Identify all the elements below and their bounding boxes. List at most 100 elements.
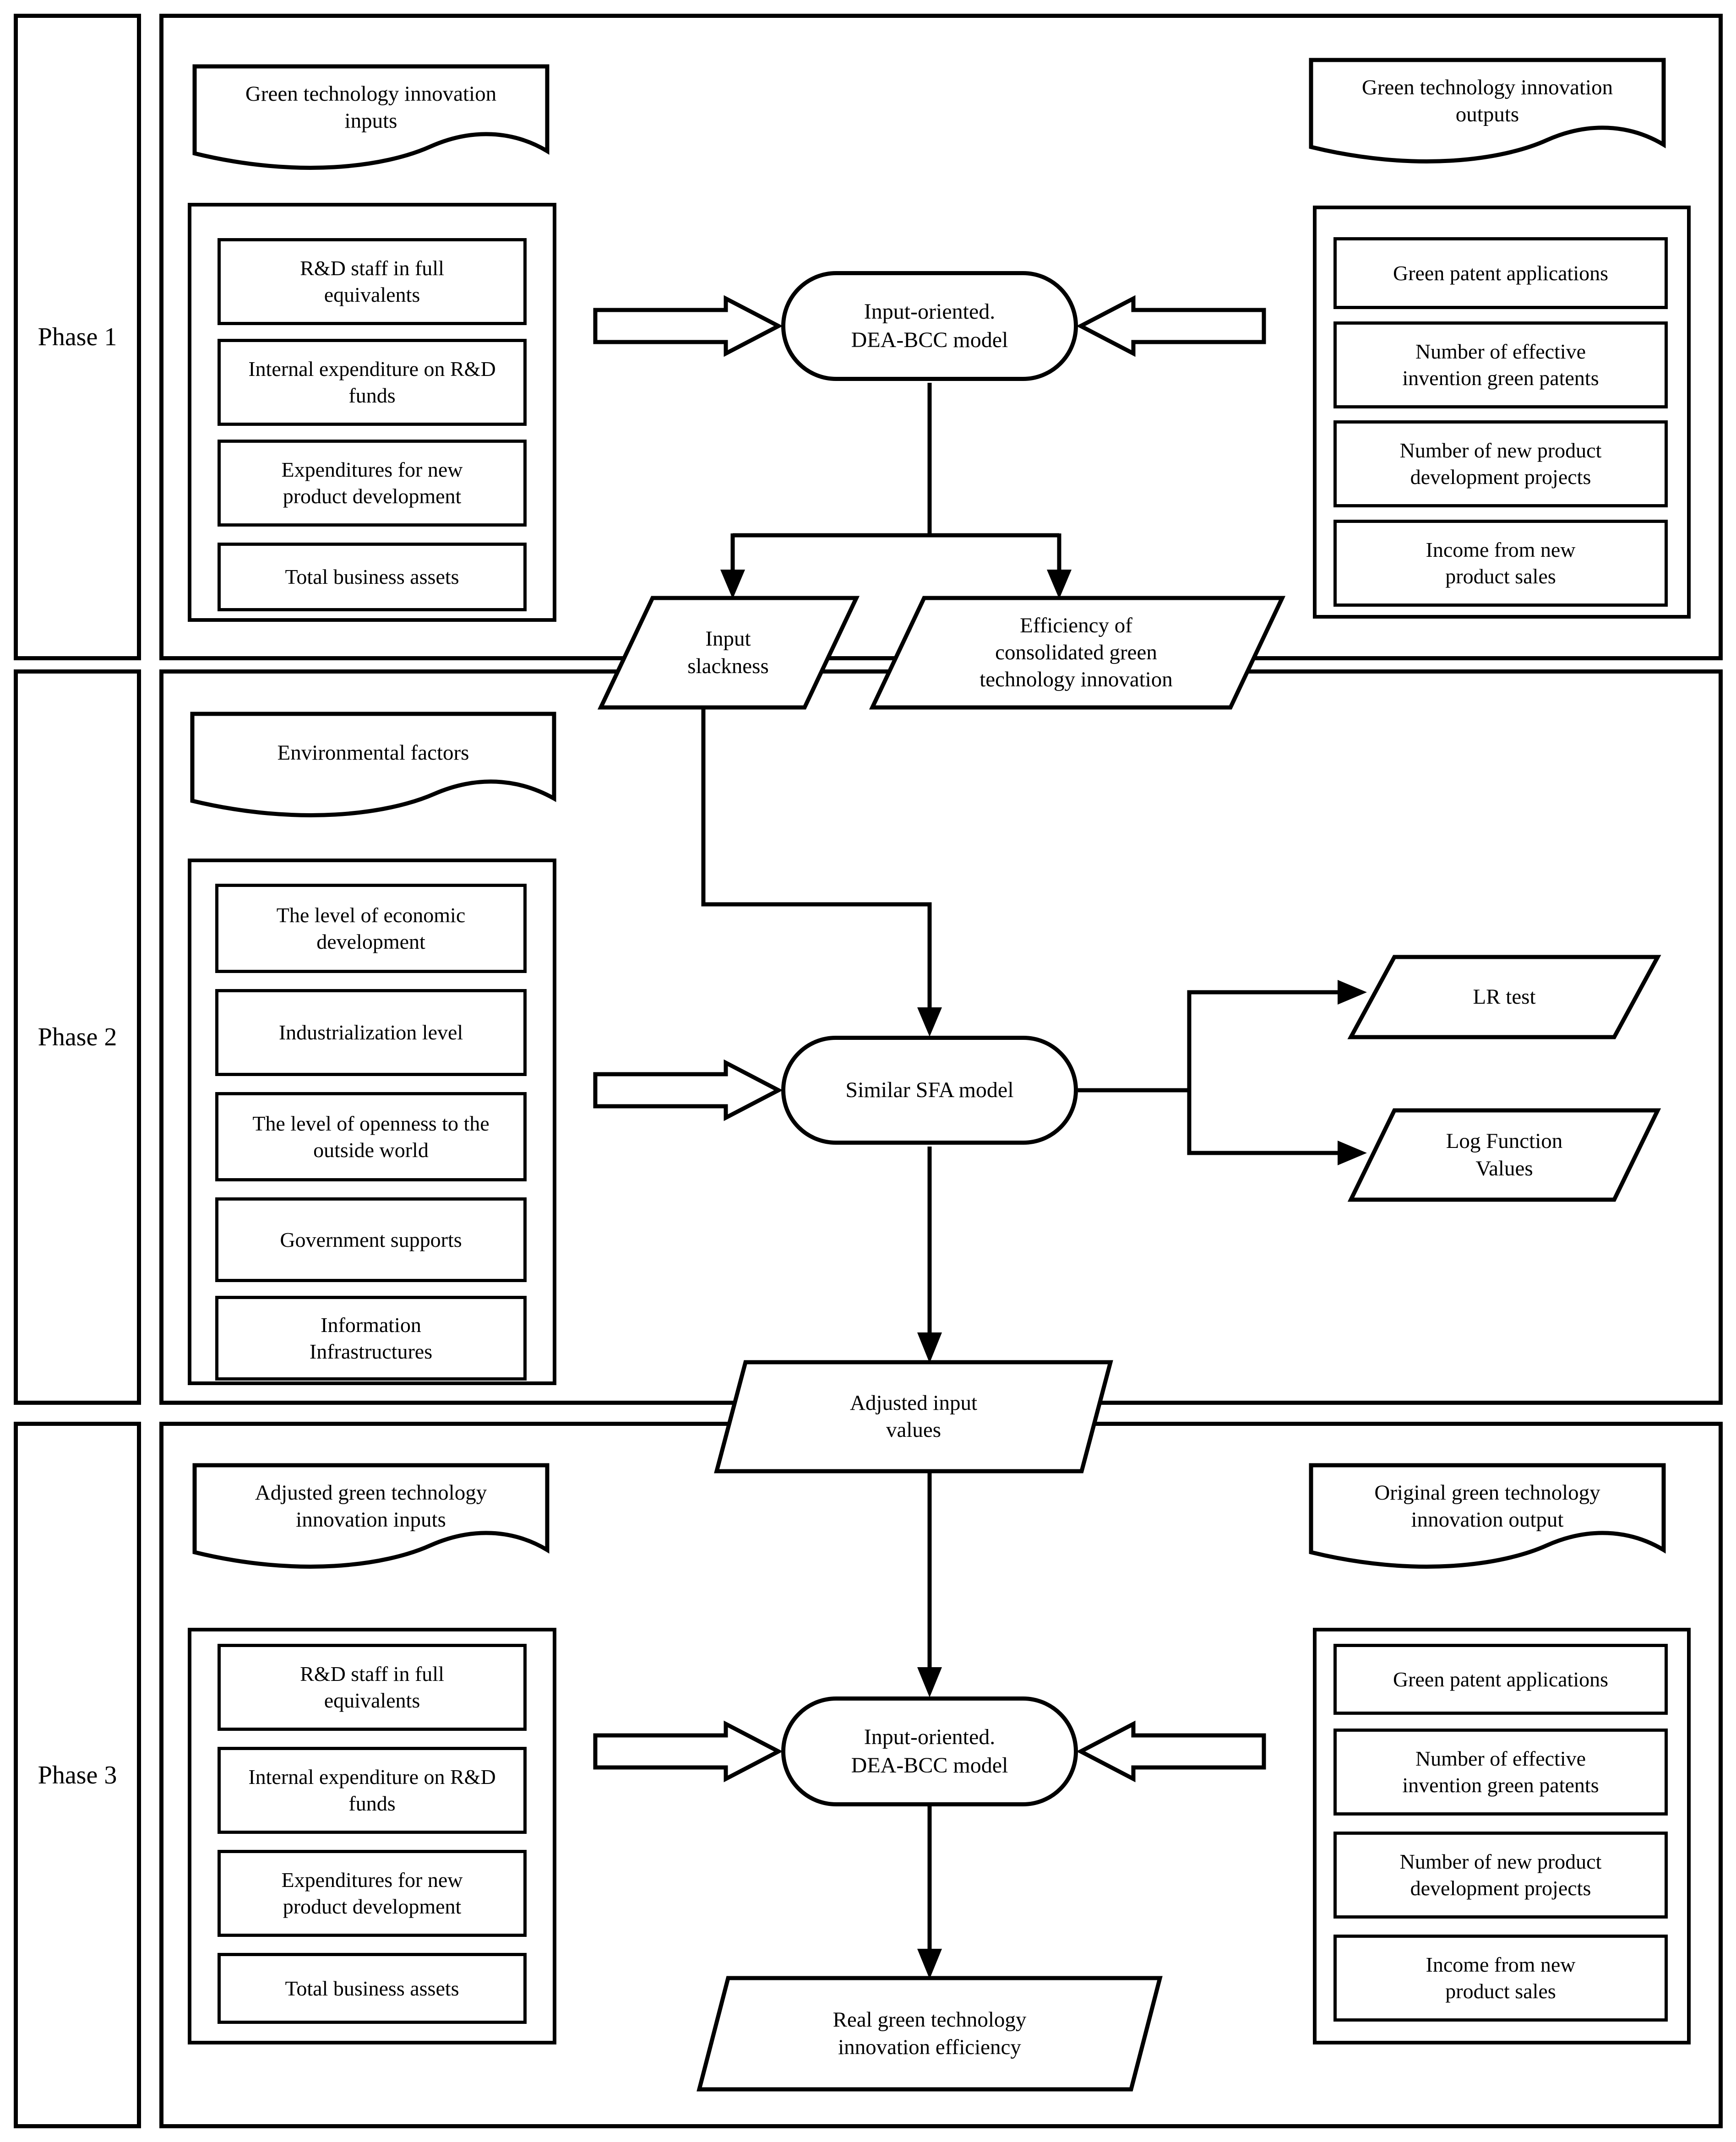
doc-green-outputs-title: Green technology innovation outputs	[1313, 65, 1661, 138]
input-item: Internal expenditure on R&D funds	[218, 1747, 527, 1834]
document-shape-environmental-factors	[190, 712, 556, 817]
parallelogram-input-slackness	[597, 596, 860, 710]
input-item-text: Total business assets	[285, 1976, 459, 2000]
doc-original-output-title: Original green technology innovation out…	[1313, 1470, 1661, 1543]
log-function-text: Log Function Values	[1446, 1129, 1563, 1180]
log-function-label: Log Function Values	[1367, 1110, 1642, 1200]
lr-test-label: LR test	[1367, 957, 1642, 1037]
phase2-label-text: Phase 2	[38, 1023, 117, 1051]
phase1-outputs-container	[1313, 206, 1691, 619]
input-slackness-text: Input slackness	[687, 627, 769, 678]
document-shape-green-inputs	[192, 64, 550, 170]
output-item: Number of new product development projec…	[1333, 420, 1668, 507]
parallelogram-adjusted-values	[714, 1360, 1113, 1473]
input-item-text: R&D staff in full equivalents	[300, 256, 444, 306]
arrowhead-to-efficiency-icon	[1047, 570, 1072, 599]
arrowhead-to-dea3-icon	[917, 1667, 942, 1697]
dea-bcc-stadium-phase1: Input-oriented. DEA-BCC model	[781, 271, 1078, 381]
input-item-text: Expenditures for new product development	[281, 1868, 463, 1918]
factor-item-text: The level of openness to the outside wor…	[252, 1111, 490, 1162]
factor-item: The level of economic development	[215, 884, 527, 973]
dea-bcc-line1: Input-oriented.	[864, 1724, 996, 1749]
phase1-label: Phase 1	[14, 14, 141, 660]
block-arrow-phase1-right-icon	[1076, 295, 1266, 357]
factor-item-text: Information Infrastructures	[309, 1313, 433, 1363]
factor-item-text: Industrialization level	[278, 1021, 463, 1044]
factor-item: Industrialization level	[215, 989, 527, 1076]
doc-adjusted-inputs-title: Adjusted green technology innovation inp…	[197, 1470, 545, 1543]
input-item-text: Expenditures for new product development	[281, 458, 463, 508]
factor-item: Government supports	[215, 1197, 527, 1282]
input-item-text: Internal expenditure on R&D funds	[248, 1765, 496, 1815]
input-item-text: Total business assets	[285, 565, 459, 589]
doc-original-output-text: Original green technology innovation out…	[1374, 1480, 1600, 1532]
doc-green-inputs-title: Green technology innovation inputs	[197, 71, 545, 144]
output-item: Number of new product development projec…	[1333, 1832, 1668, 1919]
phase3-label-text: Phase 3	[38, 1761, 117, 1789]
parallelogram-lr-test	[1347, 955, 1661, 1039]
lr-test-text: LR test	[1473, 984, 1536, 1009]
dea-bcc-stadium-phase3: Input-oriented. DEA-BCC model	[781, 1696, 1078, 1806]
output-item-text: Green patent applications	[1393, 261, 1609, 285]
arrowhead-to-real-efficiency-icon	[917, 1949, 942, 1979]
input-item: Expenditures for new product development	[218, 440, 527, 527]
output-item: Green patent applications	[1333, 237, 1668, 309]
sfa-stadium-text: Similar SFA model	[845, 1077, 1014, 1102]
connector-sfa-right	[1078, 990, 1339, 1093]
adjusted-values-label: Adjusted input values	[744, 1362, 1083, 1471]
block-arrow-phase3-left-icon	[593, 1720, 783, 1783]
document-shape-original-output	[1309, 1463, 1666, 1569]
real-efficiency-label: Real green technology innovation efficie…	[714, 1978, 1145, 2089]
block-arrow-phase3-right-icon	[1076, 1720, 1266, 1783]
phase1-label-box	[14, 14, 141, 660]
output-item: Number of effective invention green pate…	[1333, 1729, 1668, 1816]
input-item-text: Internal expenditure on R&D funds	[248, 357, 496, 407]
doc-green-inputs-text: Green technology innovation inputs	[245, 82, 497, 133]
connectors	[701, 383, 1339, 1951]
parallelogram-log-function	[1347, 1108, 1661, 1202]
arrowhead-to-adjusted-icon	[917, 1332, 942, 1363]
dea-bcc-line2: DEA-BCC model	[851, 328, 1008, 352]
dea-bcc-line2: DEA-BCC model	[851, 1753, 1008, 1778]
factor-item: Information Infrastructures	[215, 1296, 527, 1381]
output-item-text: Number of effective invention green pate…	[1402, 1747, 1599, 1797]
document-shape-green-outputs	[1309, 58, 1666, 163]
output-item-text: Green patent applications	[1393, 1667, 1609, 1691]
arrowhead-to-lr-test-icon	[1338, 980, 1367, 1005]
phase3-label-box	[14, 1422, 141, 2128]
doc-environmental-factors-text: Environmental factors	[277, 741, 469, 765]
adjusted-values-text: Adjusted input values	[849, 1391, 978, 1442]
input-slackness-label: Input slackness	[609, 598, 847, 707]
output-item-text: Number of effective invention green pate…	[1402, 340, 1599, 390]
factor-item: The level of openness to the outside wor…	[215, 1092, 527, 1181]
arrowhead-to-log-function-icon	[1338, 1141, 1367, 1165]
arrowhead-to-sfa-icon	[917, 1007, 942, 1037]
factor-item-text: The level of economic development	[276, 903, 466, 953]
block-arrow-phase2-left-icon	[593, 1059, 783, 1121]
phase2-factors-container	[188, 859, 556, 1385]
connector-slackness-to-sfa	[701, 707, 932, 1010]
output-item: Income from new product sales	[1333, 520, 1668, 607]
document-shape-adjusted-inputs	[192, 1463, 550, 1569]
phase2-label-box	[14, 669, 141, 1405]
input-item: Total business assets	[218, 1953, 527, 2024]
input-item-text: R&D staff in full equivalents	[300, 1662, 444, 1712]
phase3-outputs-container	[1313, 1628, 1691, 2044]
dea-bcc-line1: Input-oriented.	[864, 299, 996, 324]
input-item: R&D staff in full equivalents	[218, 238, 527, 325]
input-item: Internal expenditure on R&D funds	[218, 339, 527, 426]
phase1-inputs-container	[188, 203, 556, 622]
real-efficiency-text: Real green technology innovation efficie…	[833, 2008, 1027, 2059]
efficiency-text: Efficiency of consolidated green technol…	[980, 613, 1173, 692]
output-item: Green patent applications	[1333, 1644, 1668, 1715]
arrowhead-to-slackness-icon	[720, 570, 745, 599]
sfa-stadium: Similar SFA model	[781, 1036, 1078, 1145]
block-arrow-phase1-left-icon	[593, 295, 783, 357]
phase1-label-text: Phase 1	[38, 323, 117, 351]
doc-environmental-factors-title: Environmental factors	[195, 721, 552, 785]
doc-green-outputs-text: Green technology innovation outputs	[1361, 75, 1613, 126]
input-item: Expenditures for new product development	[218, 1850, 527, 1937]
input-item: Total business assets	[218, 543, 527, 611]
output-item-text: Income from new product sales	[1426, 538, 1576, 588]
